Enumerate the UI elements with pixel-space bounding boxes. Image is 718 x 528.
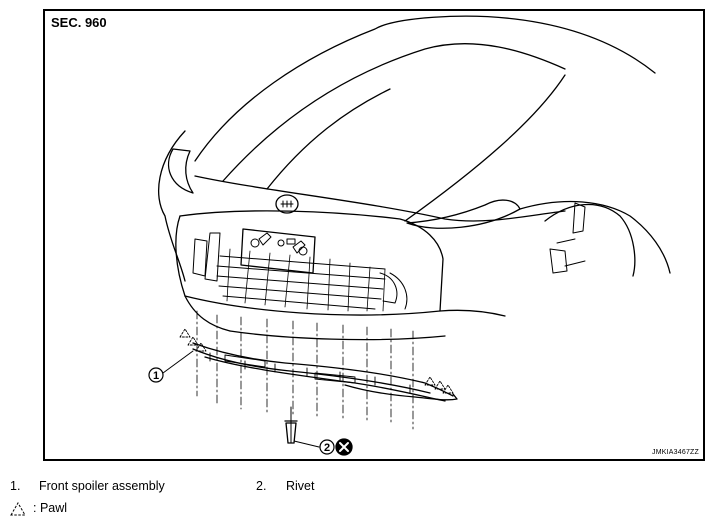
svg-text:2: 2 [324, 442, 330, 454]
legend-symbol-label: : Pawl [33, 501, 68, 515]
license-plate-bracket [240, 228, 316, 274]
callout-1: 1 [148, 350, 194, 383]
do-not-reuse-icon [335, 438, 353, 456]
rivet [284, 406, 298, 444]
bumper-chin [229, 330, 446, 341]
hood-outline [194, 15, 656, 162]
hood-left-ridge [266, 88, 391, 190]
left-headlight [167, 148, 194, 194]
section-label: SEC. 960 [51, 15, 107, 30]
pawl-icon [10, 502, 26, 516]
emblem [275, 194, 299, 214]
bumper-upper [179, 210, 444, 312]
wheel-well [544, 203, 636, 277]
wheel-detail [549, 238, 586, 274]
front-grille [192, 232, 408, 312]
left-fender [158, 130, 186, 282]
alignment-guides [196, 310, 414, 430]
legend-number: 2. [256, 479, 267, 493]
pawl-icon [179, 328, 454, 394]
svg-text:1: 1 [153, 370, 159, 382]
hood-center-line [222, 43, 566, 182]
legend-label: Rivet [286, 479, 315, 493]
right-fender [519, 200, 671, 274]
legend-number: 1. [10, 479, 21, 493]
bumper-lower [184, 295, 506, 317]
right-fog-lamp [379, 272, 398, 304]
front-spoiler-assembly [192, 342, 458, 402]
diagram-frame: SEC. 960 [43, 9, 705, 461]
fender-bracket [572, 202, 586, 234]
hood-right-ridge [404, 74, 566, 222]
front-spoiler-diagram: 1 2 [148, 15, 671, 456]
legend-label: Front spoiler assembly [39, 479, 165, 493]
callout-2: 2 [293, 439, 335, 455]
hood-front-edge [194, 175, 566, 222]
bumper-left [175, 215, 231, 332]
figure-code: JMKIA3467ZZ [652, 449, 699, 456]
right-headlight [406, 199, 521, 229]
